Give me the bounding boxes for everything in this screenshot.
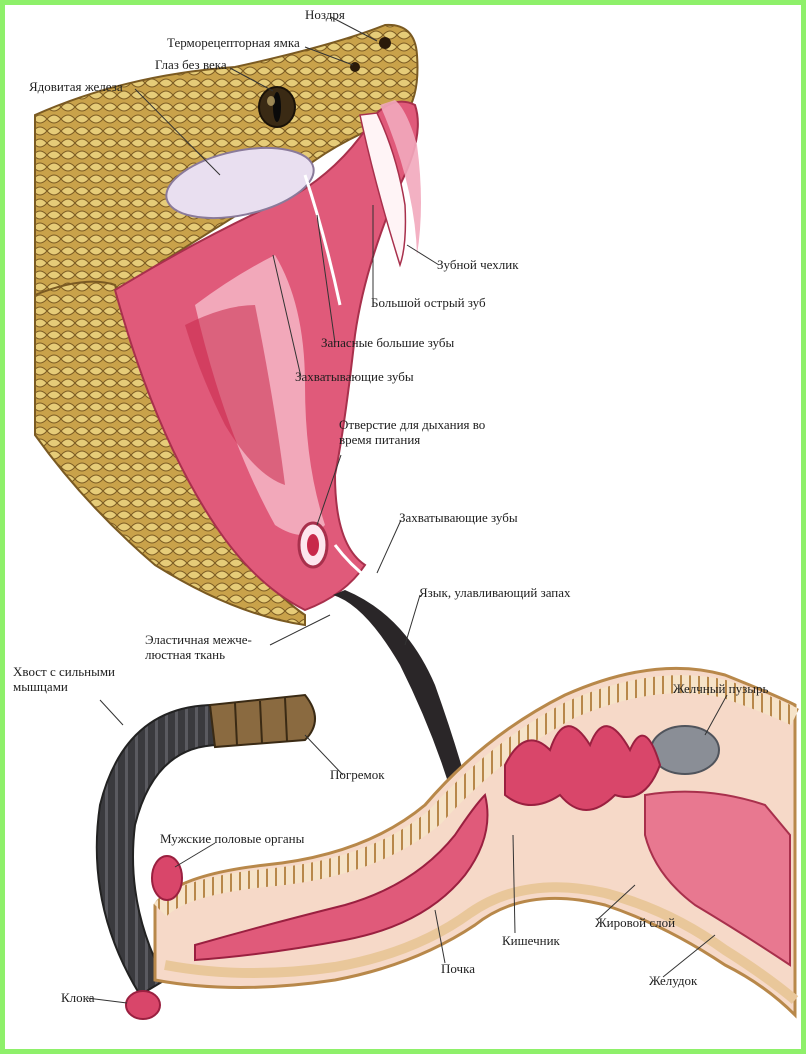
label-pit: Терморецепторная ямка xyxy=(167,35,300,50)
label-big-fang: Большой острый зуб xyxy=(371,295,486,310)
label-intestine: Кишечник xyxy=(502,933,560,948)
label-male-organs: Мужские половые органы xyxy=(160,831,304,846)
label-grasping-teeth-1: Захватывающие зубы xyxy=(295,369,414,384)
pit-shape xyxy=(350,62,360,72)
label-kidney: Почка xyxy=(441,961,475,976)
label-elastic-tissue: Эластичная межче-люстная ткань xyxy=(145,632,260,662)
nostril-shape xyxy=(379,37,391,49)
label-cloaca: Клока xyxy=(61,990,95,1005)
label-fat-layer: Жировой слой xyxy=(595,915,675,930)
label-nostril: Ноздря xyxy=(305,7,345,22)
eye-highlight xyxy=(267,96,275,106)
breathing-opening-hole xyxy=(307,534,319,556)
cloaca-shape xyxy=(126,991,160,1019)
label-fang-sheath: Зубной чехлик xyxy=(437,257,519,272)
eye-pupil xyxy=(273,92,281,122)
label-rattle: Погремок xyxy=(330,767,385,782)
gallbladder-shape xyxy=(651,726,719,774)
label-gallbladder: Желчный пузырь xyxy=(673,681,768,696)
label-eye: Глаз без века xyxy=(155,57,227,72)
snake-head xyxy=(35,25,421,625)
label-spare-fangs: Запасные большие зубы xyxy=(321,335,454,350)
label-breathing-opening: Отверстие для дыхания во время питания xyxy=(339,417,509,447)
snake-anatomy-illustration xyxy=(5,5,801,1049)
label-tail-muscles: Хвост с сильными мышцами xyxy=(13,664,138,694)
label-stomach: Желудок xyxy=(649,973,697,988)
label-venom-gland: Ядовитая железа xyxy=(29,79,123,94)
label-grasping-teeth-2: Захватывающие зубы xyxy=(399,510,518,525)
male-organs-shape xyxy=(152,856,182,900)
label-tongue: Язык, улавливающий запах xyxy=(419,585,571,600)
